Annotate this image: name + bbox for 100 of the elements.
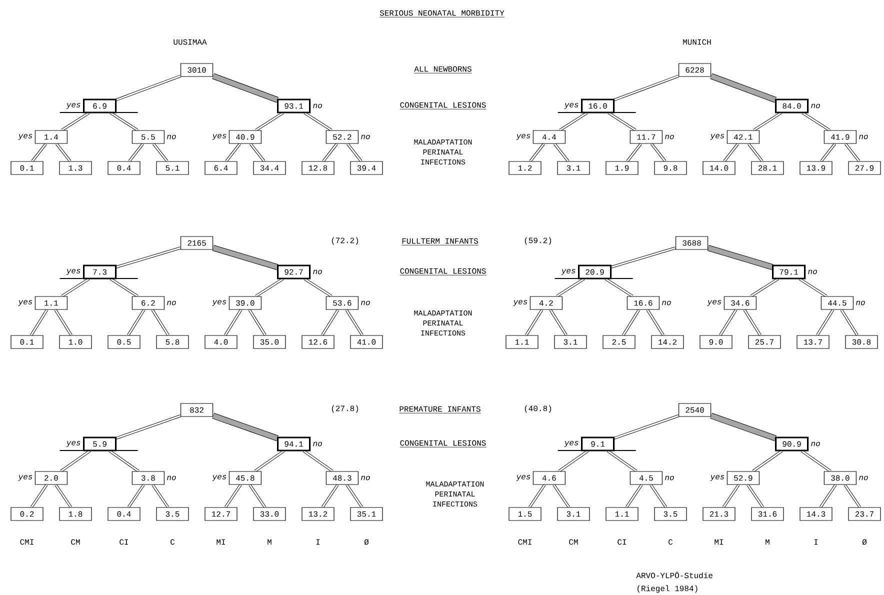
branch-line xyxy=(224,309,242,336)
branch-line xyxy=(116,74,181,102)
branch-line xyxy=(116,414,181,440)
branch-line xyxy=(802,112,830,132)
branch-line xyxy=(844,143,860,162)
category-label: CM xyxy=(569,539,578,545)
branch-line xyxy=(346,143,362,162)
branch-line xyxy=(558,450,589,472)
branch-label: no xyxy=(313,442,322,446)
value-box: 6.4 xyxy=(204,161,238,175)
value-box: 30.8 xyxy=(845,335,878,349)
branch-label: yes xyxy=(18,134,32,140)
value-box: 5.1 xyxy=(156,161,189,175)
value-box: 13.2 xyxy=(302,507,334,521)
branch-label: yes xyxy=(564,103,578,109)
branch-line xyxy=(604,278,634,298)
branch-line xyxy=(302,450,334,472)
branch-label: yes xyxy=(710,134,724,140)
title: SERIOUS NEONATAL MORBIDITY xyxy=(379,10,505,18)
branch-label: yes xyxy=(212,300,226,306)
category-label: MI xyxy=(714,539,723,545)
value-box: 0.1 xyxy=(10,161,44,175)
value-box: 4.0 xyxy=(204,335,238,349)
value-box: 4.2 xyxy=(530,296,562,310)
branch-line xyxy=(800,450,832,472)
value-box: 12.8 xyxy=(302,161,334,175)
branch-line xyxy=(304,278,332,298)
value-box: 34.4 xyxy=(253,161,286,175)
value-box: 14.0 xyxy=(702,161,736,175)
value-box: 0.5 xyxy=(108,335,140,349)
value-box: 4.4 xyxy=(532,130,566,144)
branch-line xyxy=(61,112,90,132)
value-box: 4.5 xyxy=(630,471,662,485)
branch-label: yes xyxy=(66,103,80,109)
branch-label: no xyxy=(856,300,865,306)
branch-label: no xyxy=(361,300,370,306)
branch-line xyxy=(110,278,138,298)
value-box: 2.0 xyxy=(34,471,68,485)
category-label: C xyxy=(170,539,175,545)
value-box: 14.2 xyxy=(651,335,684,349)
value-box: 1.1 xyxy=(34,296,68,310)
category-label: CI xyxy=(120,539,128,545)
branch-label: no xyxy=(313,270,322,274)
branch-line xyxy=(322,143,338,162)
branch-line xyxy=(30,309,48,336)
branch-label: no xyxy=(859,134,868,140)
branch-label: yes xyxy=(707,300,722,306)
value-box: 9.0 xyxy=(700,335,732,349)
row-label: FULLTERM INFANTS xyxy=(401,238,479,246)
branch-line xyxy=(614,414,679,440)
value-box: 23.7 xyxy=(848,507,881,521)
value-box: 3.1 xyxy=(557,161,590,175)
branch-line xyxy=(552,484,570,508)
value-box: 35.1 xyxy=(350,507,383,521)
branch-label: yes xyxy=(66,441,80,447)
branch-line xyxy=(723,143,739,162)
branch-line xyxy=(719,309,738,336)
category-label: CI xyxy=(618,539,626,545)
branch-line xyxy=(746,484,764,508)
branch-line xyxy=(610,246,676,268)
value-box: 14.3 xyxy=(800,507,832,521)
row-label: CONGENITAL LESIONS xyxy=(400,102,486,110)
value-box: 1.1 xyxy=(506,335,538,349)
branch-line xyxy=(622,309,640,336)
value-box: 39.4 xyxy=(350,161,383,175)
branch-line xyxy=(626,143,642,162)
category-label: Ø xyxy=(364,539,369,545)
branch-line xyxy=(753,112,782,132)
branch-line xyxy=(31,143,47,162)
branch-line xyxy=(750,278,779,298)
branch-line xyxy=(710,73,777,103)
branch-label: no xyxy=(167,300,176,306)
source-note: ARVO-YLPÖ-Studie xyxy=(636,572,712,578)
branch-line xyxy=(529,143,545,162)
branch-label: yes xyxy=(516,134,530,140)
branch-label: no xyxy=(662,300,671,306)
branch-line xyxy=(128,143,144,162)
value-box: 0.1 xyxy=(10,335,44,349)
value-box: 3688 xyxy=(676,236,708,250)
value-box: 5.8 xyxy=(156,335,189,349)
category-label: CM xyxy=(71,539,80,545)
value-box: 53.6 xyxy=(326,296,358,310)
row-label: CONGENITAL LESIONS xyxy=(400,440,486,448)
value-box: 39.0 xyxy=(228,296,262,310)
value-box: 3.5 xyxy=(156,507,189,521)
branch-label: yes xyxy=(18,300,32,306)
branch-line xyxy=(54,484,72,508)
branch-label: no xyxy=(811,104,820,108)
branch-line xyxy=(798,278,828,298)
value-box: 94.1 xyxy=(277,436,311,452)
value-box: 42.1 xyxy=(726,130,760,144)
row-label: ALL NEWBORNS xyxy=(414,66,472,74)
row-label: CONGENITAL LESIONS xyxy=(400,268,486,276)
branch-line xyxy=(151,309,170,336)
value-box: 3.8 xyxy=(132,471,164,485)
category-label: CMI xyxy=(20,539,34,545)
branch-label: no xyxy=(808,270,817,274)
value-box: 1.8 xyxy=(59,507,92,521)
branch-line xyxy=(559,112,588,132)
branch-label: no xyxy=(167,134,176,140)
